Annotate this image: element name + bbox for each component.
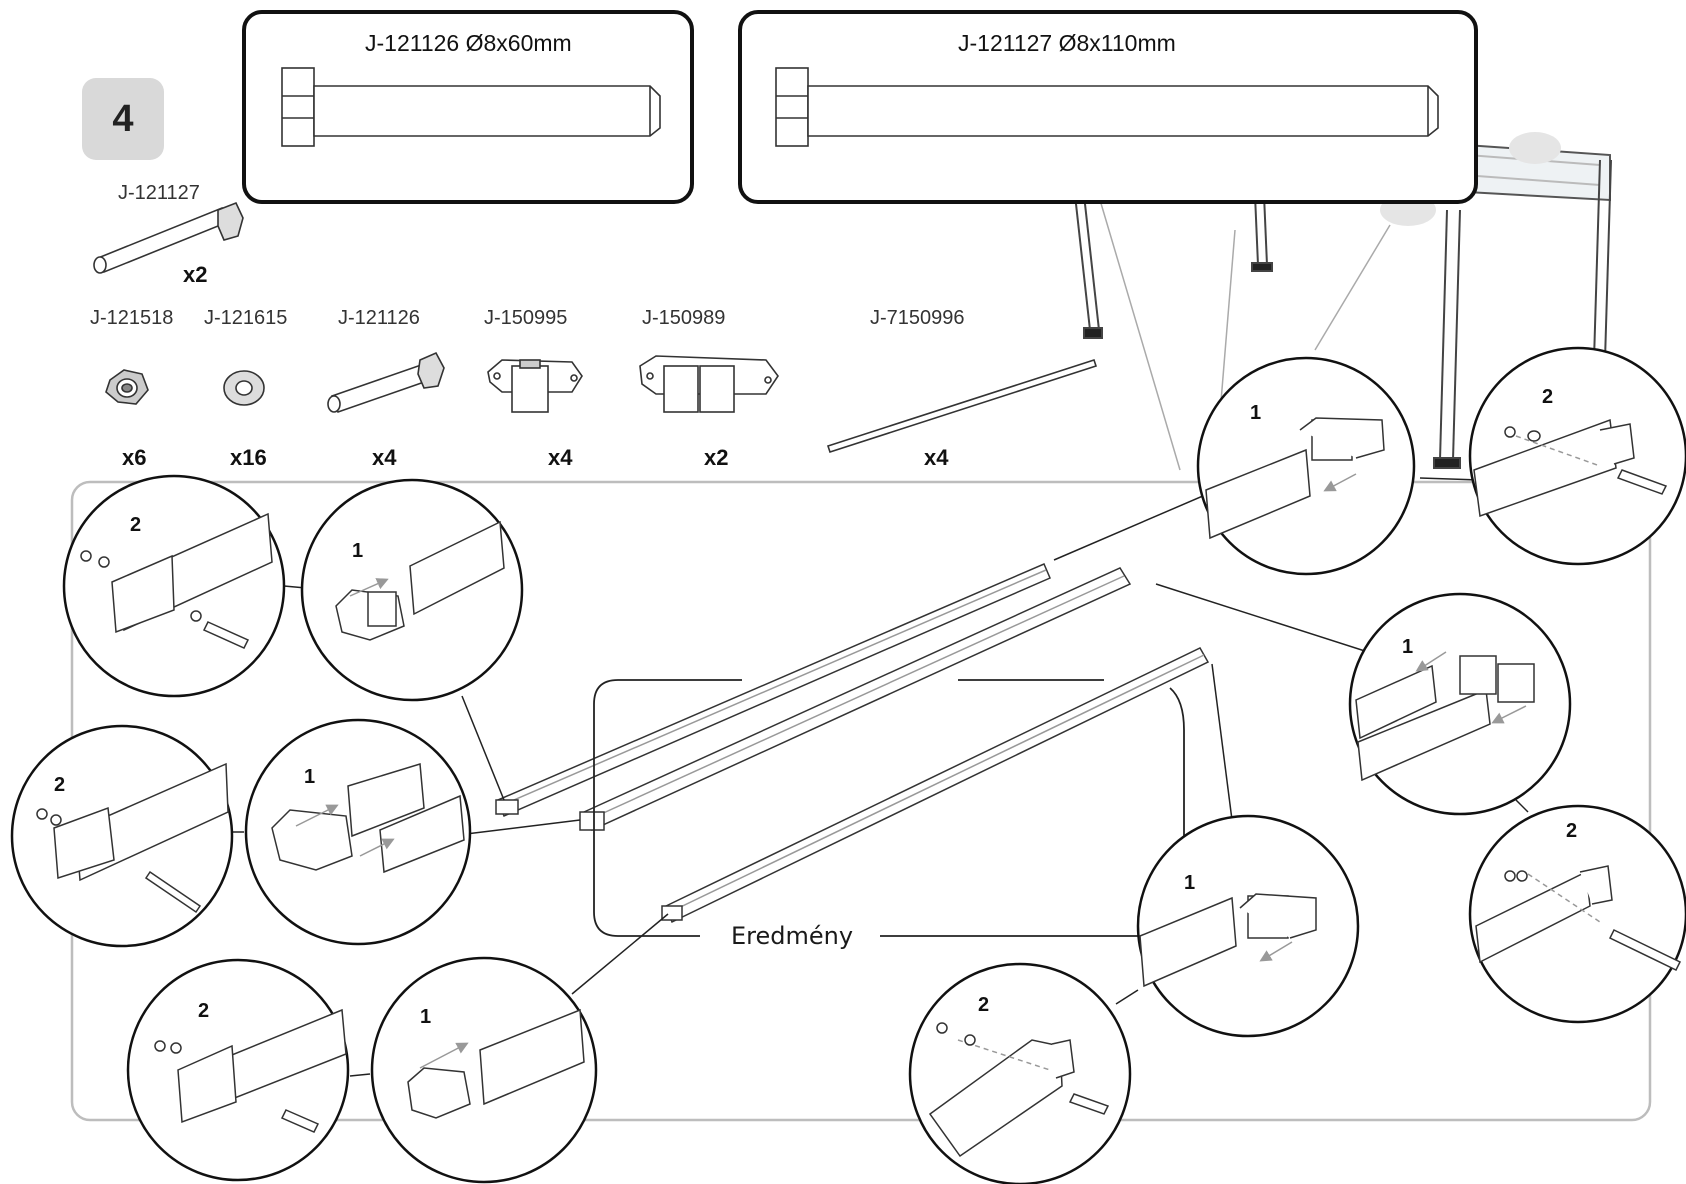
part-code-washer: J-121615: [204, 307, 288, 329]
detail-step-number: 1: [1250, 402, 1262, 424]
part-qty-washer: x16: [230, 445, 267, 470]
part-code-double-bracket: J-150989: [642, 307, 726, 329]
part-qty-double-bracket: x2: [704, 445, 729, 470]
part-qty-rod: x4: [924, 445, 949, 470]
bolt-110mm-icon: [775, 67, 1439, 147]
detail-step-number: 2: [130, 514, 142, 536]
detail-step-number: 2: [198, 1000, 210, 1022]
beam-assembly-illustration: [495, 563, 1210, 924]
detail-step-number: 1: [1402, 636, 1414, 658]
single-bracket-icon: [487, 359, 583, 413]
part-code-nut: J-121518: [90, 307, 174, 329]
part-qty-nut: x6: [122, 445, 147, 470]
detail-step-number: 2: [978, 994, 990, 1016]
part-qty-bolt: x4: [372, 445, 397, 470]
rod-icon: [826, 358, 1098, 454]
part-qty-single-bracket: x4: [548, 445, 573, 470]
detail-step-number: 2: [1542, 386, 1554, 408]
detail-step-number: 1: [304, 766, 316, 788]
result-label: Eredmény: [727, 922, 858, 950]
double-bracket-icon: [639, 355, 779, 413]
bolt-box-60mm-title: J-121126 Ø8x60mm: [365, 30, 572, 56]
washer-icon: [223, 370, 265, 406]
detail-step-number: 1: [420, 1006, 432, 1028]
detail-step-number: 1: [1184, 872, 1196, 894]
detail-step-number: 2: [54, 774, 66, 796]
bolt-60-small-icon: [327, 351, 445, 414]
part-code-single-bracket: J-150995: [484, 307, 568, 329]
bolt-60mm-icon: [281, 67, 661, 147]
bolt-box-110mm-title: J-121127 Ø8x110mm: [958, 30, 1176, 56]
step-number-badge: 4: [82, 78, 164, 160]
hex-nut-icon: [105, 369, 149, 405]
top-part-code: J-121127: [118, 182, 200, 204]
detail-step-number: 1: [352, 540, 364, 562]
part-code-bolt: J-121126: [338, 307, 420, 329]
bolt-110-small-icon: [93, 201, 244, 274]
detail-step-number: 2: [1566, 820, 1578, 842]
part-code-rod: J-7150996: [870, 307, 965, 329]
top-part-qty: x2: [183, 262, 208, 287]
